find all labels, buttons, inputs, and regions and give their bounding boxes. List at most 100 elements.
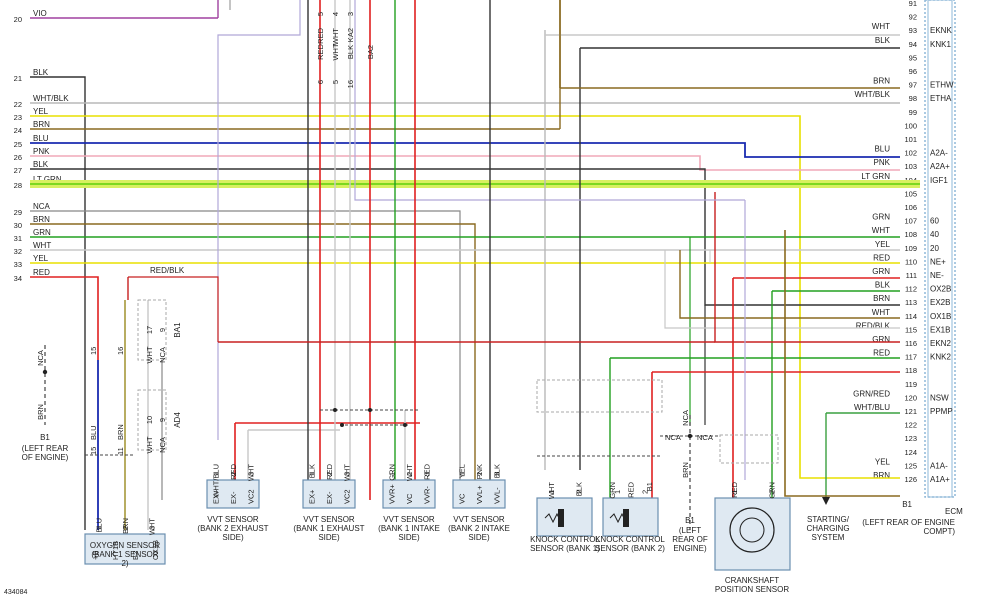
ecm-wire-color: GRN/RED [853,389,890,398]
o2-color: BLU [89,425,98,440]
left-pin-number: 29 [14,208,22,217]
component-vvt-b2-in [452,479,506,509]
ecm-pin-number: 118 [905,366,917,375]
ecm-pin-number: 98 [909,94,917,103]
top-pin: 4 [331,12,340,16]
ecm-pin-number: 92 [909,13,917,22]
ecm-signal: A1A+ [930,475,950,484]
component-o2 [84,533,166,565]
component-pin-label: VC [458,493,467,504]
component-pin: 1 [547,490,556,494]
red-blk-label: RED/BLK [150,266,185,275]
component-vvt-b1-ex [302,479,356,509]
ecm-wire-color: BRN [873,294,890,303]
ecm-pin-number: 100 [904,121,917,130]
ecm-pin-number: 109 [904,244,917,253]
ecm-pin-number: 107 [904,217,917,226]
ecm-pin-number: 113 [905,298,917,307]
ecm-pin-number: 117 [905,353,917,362]
left-pin-number: 34 [14,274,22,283]
ecm-pin-number: 116 [905,339,917,348]
ecm-pin-number: 91 [909,0,917,8]
component-wire-color: GRN [608,482,617,499]
component-wire-color: BLK [492,464,501,478]
left-pin-number: 25 [14,140,22,149]
wire-113 [679,250,900,319]
ecm-signal: A1A- [930,461,948,470]
left-wire-color: BRN [33,215,50,224]
ecm-signal: 40 [930,230,939,239]
left-pin-number: 30 [14,221,22,230]
knock-brn: BRN [681,462,690,478]
component-pin: 2 [121,526,130,530]
ecm-wire-color: WHT [872,308,890,317]
ecm-pin-number: 122 [904,421,917,430]
component-wire-color: BLK [574,482,583,496]
left-wire-color: NCA [33,202,51,211]
component-pin: 1 [388,472,397,476]
ecm-signal: A2A+ [930,162,950,171]
wire-114 [664,250,900,329]
splice-dot [368,408,372,412]
left-pin-number: 22 [14,100,22,109]
ecm-signal: EX1B [930,325,950,334]
component-pin-label: EX+ [308,489,317,504]
footer-code: 434084 [4,589,27,596]
ecm-pin-number: 97 [909,81,917,90]
ecm-pin-number: 124 [904,448,917,457]
left-wire-color: WHT/BLK [33,94,69,103]
ecm-pin-number: 101 [904,135,917,144]
wire-lav-top [354,0,745,201]
ecm-signal: NE+ [930,257,946,266]
component-pin: 1 [730,490,739,494]
ecm-pin-number: 112 [905,285,917,294]
left-pin-number: 26 [14,153,22,162]
component-pin: 3 [246,472,255,476]
component-pin: 2 [475,472,484,476]
left-wire-color: BLU [33,134,49,143]
ecm-signal: 20 [930,244,939,253]
component-wire-color: RED [325,463,334,479]
o2-pin: 16 [116,347,125,355]
ckp-connector [719,434,779,464]
knock-nca: NCA [681,410,690,426]
ecm-wire-color: WHT/BLU [854,403,890,412]
wire-126-brn [784,230,900,497]
component-wire-color: PNK [475,464,484,479]
o2-pin: 15 [89,447,98,455]
wire-red-blk [128,276,219,342]
ecm-wire-color: LT GRN [861,172,890,181]
wire-30-brn [30,223,476,500]
component-pin: 3 [148,526,157,530]
splice-dot [333,408,337,412]
ecm-pin-number: 110 [905,257,917,266]
left-wire-color: LT GRN [33,175,62,184]
component-pin-label: VC2 [246,489,255,504]
component-wire-color: WHT [547,482,556,499]
ecm-wire-color: RED [873,349,890,358]
left-pin-number: 27 [14,166,22,175]
left-wire-color: VIO [33,9,47,18]
left-wire-color: BLK [33,68,49,77]
component-wire-color: WHT/BLU [212,464,221,498]
connector-color: NCA [158,347,167,363]
left-wire-color: BLK [33,160,49,169]
component-pin: 1 [94,526,103,530]
ecm-pin-number: 106 [904,203,917,212]
splice-dot [403,423,407,427]
ecm-wire-color: RED [873,253,890,262]
left-pin-number: 21 [14,74,22,83]
left-pin-number: 20 [14,15,22,24]
ground-label: B1 [40,433,50,442]
ecm-label: ECM [945,507,963,516]
left-wire-color: YEL [33,254,49,263]
connector-color: NCA [158,437,167,453]
ecm-inner [927,0,953,498]
arrow-down-icon [822,497,830,505]
ecm-wire-color: YEL [875,457,891,466]
component-pin-label: VC2 [342,489,351,504]
component-pin: 2 [405,472,414,476]
component-pin-label: OX1B [151,540,160,560]
